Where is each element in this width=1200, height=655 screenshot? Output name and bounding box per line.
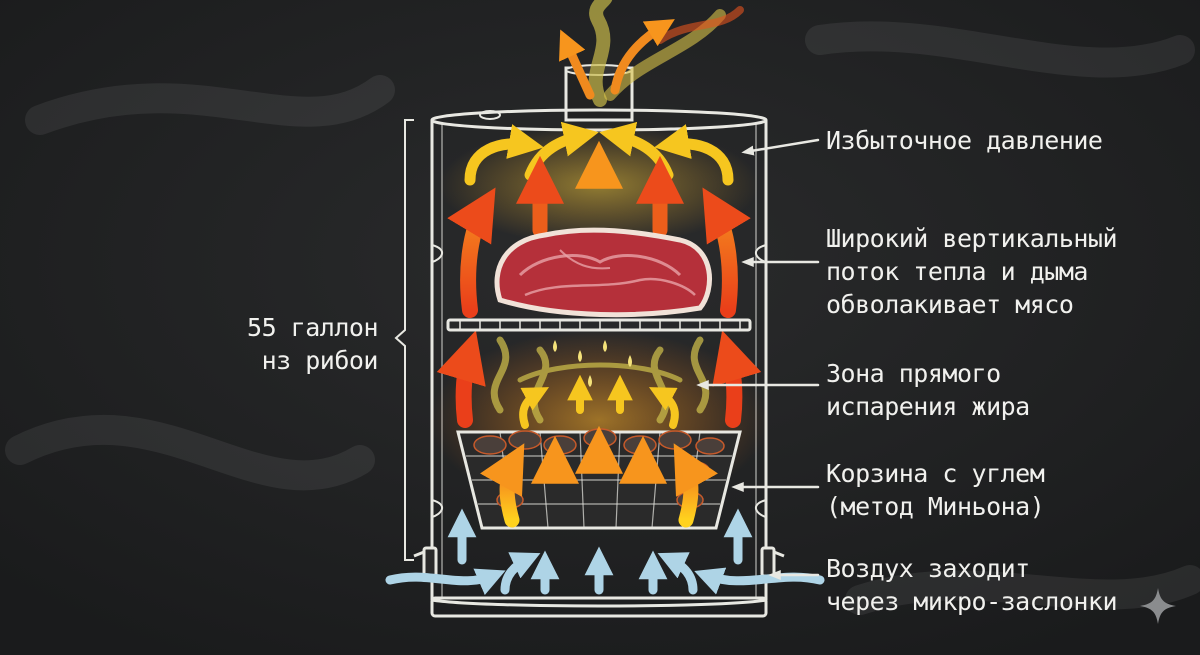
fat-zone-line-1: Зона прямого <box>826 357 1030 390</box>
heat-flow-label: Широкий вертикальный поток тепла и дыма … <box>826 222 1117 321</box>
barrel-size-line-1: 55 галлон <box>247 311 378 344</box>
coal-basket-line-1: Корзина с углем <box>826 457 1044 490</box>
fat-zone-line-2: испарения жира <box>826 390 1030 423</box>
air-intake-line-1: Воздух заходит <box>826 552 1117 585</box>
heat-flow-line-1: Широкий вертикальный <box>826 222 1117 255</box>
meat <box>497 230 710 315</box>
heat-flow-line-2: поток тепла и дыма <box>826 255 1117 288</box>
barrel-size-label: 55 галлон нз рибои <box>247 311 378 377</box>
overpressure-line-1: Избыточное давление <box>826 124 1102 157</box>
barrel-size-line-2: нз рибои <box>247 344 378 377</box>
air-intake-line-2: через микро-заслонки <box>826 585 1117 618</box>
overpressure-label: Избыточное давление <box>826 124 1102 157</box>
heat-flow-line-3: обволакивает мясо <box>826 288 1117 321</box>
air-intake-label: Воздух заходит через микро-заслонки <box>826 552 1117 618</box>
coal-basket-label: Корзина с углем (метод Миньона) <box>826 457 1044 523</box>
fat-zone-label: Зона прямого испарения жира <box>826 357 1030 423</box>
coal-basket-line-2: (метод Миньона) <box>826 490 1044 523</box>
